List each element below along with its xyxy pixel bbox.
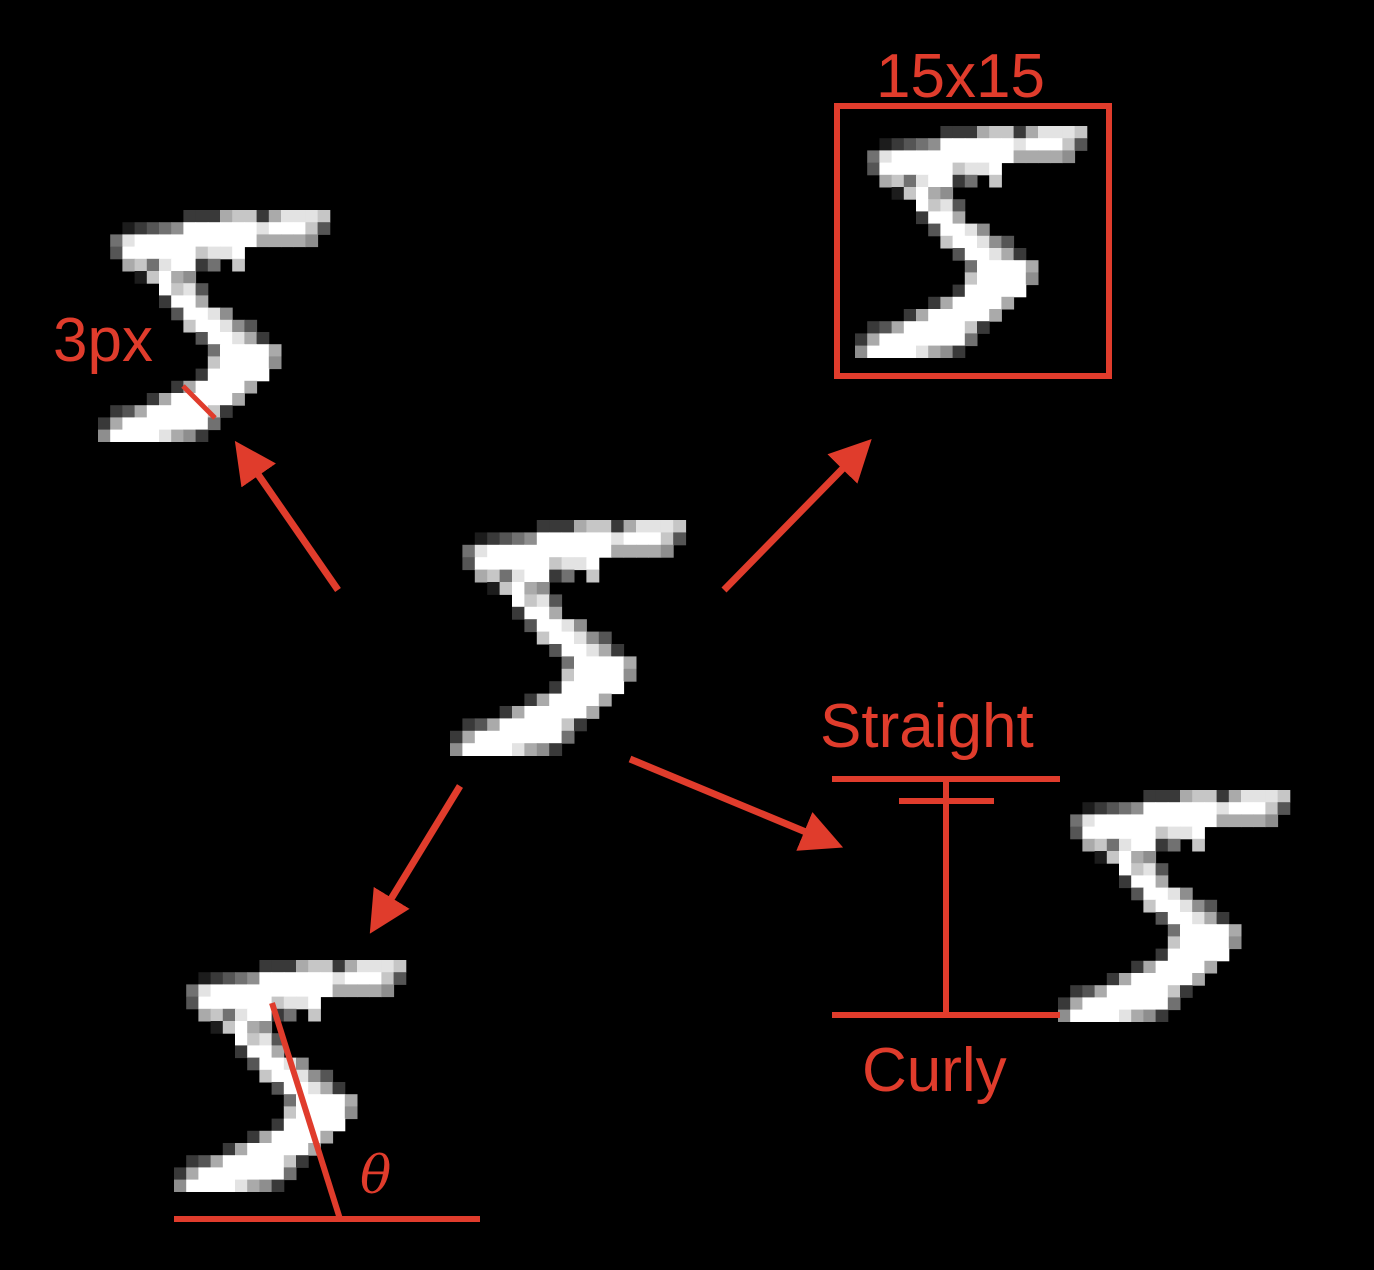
slant-line xyxy=(269,1002,343,1220)
theta-label: θ xyxy=(360,1146,392,1206)
straight-label: Straight xyxy=(820,692,1034,761)
thickness-label: 3px xyxy=(53,306,153,375)
digit-original xyxy=(450,520,746,756)
arrow-up-right xyxy=(721,438,872,593)
size-label: 15x15 xyxy=(876,42,1045,111)
digit-curl-variant xyxy=(1058,790,1350,1022)
curly-label: Curly xyxy=(862,1036,1007,1105)
digit-thickness-variant xyxy=(98,210,390,442)
arrow-down-right xyxy=(628,755,844,851)
bounding-box xyxy=(834,103,1112,379)
digit-size-variant xyxy=(855,126,1147,358)
thickness-marker xyxy=(181,384,217,420)
arrow-up-left xyxy=(234,440,341,592)
arrow-down-left xyxy=(369,784,463,934)
